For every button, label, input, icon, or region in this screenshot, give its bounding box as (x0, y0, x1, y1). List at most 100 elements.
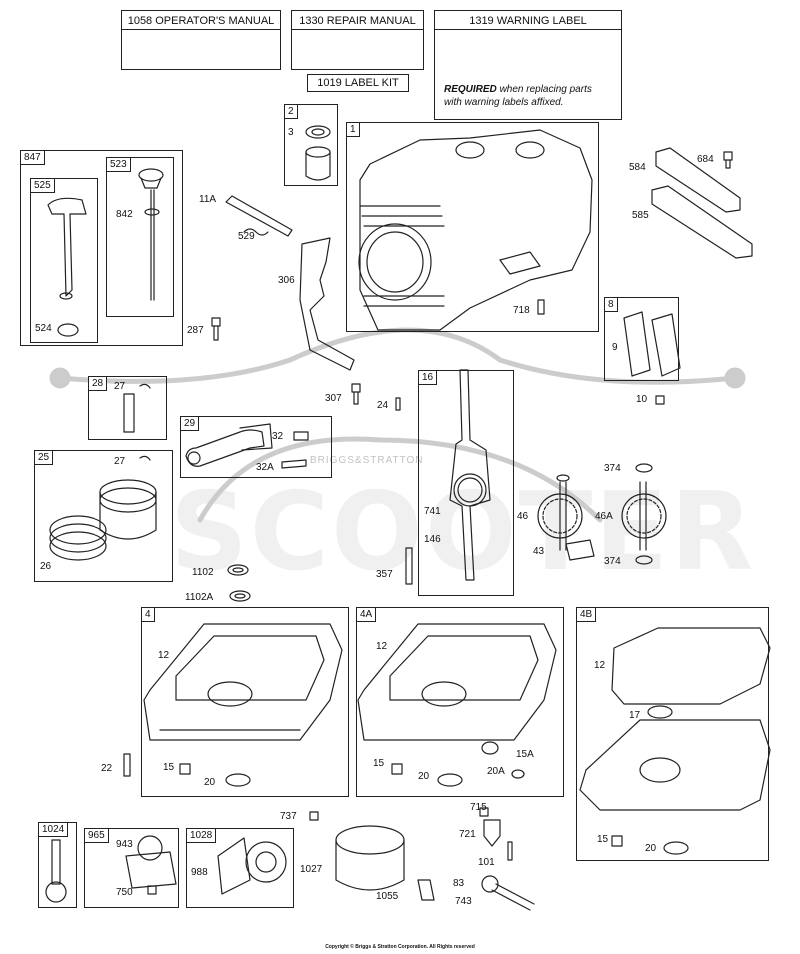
dipstick-tube (47, 197, 87, 337)
group-box-25 (34, 450, 173, 582)
air-baffle (299, 237, 355, 371)
piston-pin (123, 393, 135, 433)
seal (663, 841, 689, 855)
group-box-4 (141, 607, 349, 797)
part-label-15-4a: 15 (373, 758, 385, 769)
part-label-46: 46 (517, 511, 529, 522)
screw (211, 317, 221, 341)
group-box-2 (284, 104, 338, 186)
group-tag-525: 525 (30, 178, 55, 193)
group-tag-4a: 4A (356, 607, 377, 622)
retainer-ring (139, 383, 151, 389)
gasket (611, 627, 771, 705)
group-tag-2: 2 (284, 104, 298, 119)
crankshaft (449, 369, 491, 581)
oil-filter (335, 825, 405, 891)
repair-manual-title: 1330 REPAIR MANUAL (292, 13, 423, 30)
valve-cover-gasket (623, 311, 651, 377)
washer (635, 463, 653, 473)
part-label-1027: 1027 (300, 864, 323, 875)
part-label-10: 10 (636, 394, 648, 405)
watermark-subtext: BRIGGS&STRATTON (310, 455, 424, 466)
part-label-17: 17 (629, 710, 641, 721)
warning-label-box: 1319 WARNING LABEL (434, 10, 622, 120)
seal (227, 564, 249, 576)
group-box-965 (84, 828, 179, 908)
group-tag-1: 1 (346, 122, 360, 137)
part-label-32a: 32A (256, 462, 274, 473)
group-box-847 (20, 150, 183, 346)
part-label-83: 83 (453, 878, 465, 889)
part-label-20-4: 20 (204, 777, 216, 788)
part-label-1102: 1102 (192, 567, 214, 578)
seal (511, 769, 525, 779)
plug (611, 835, 623, 847)
sleeve (305, 151, 331, 181)
part-label-24: 24 (377, 400, 389, 411)
gasket (651, 185, 753, 259)
part-label-1055: 1055 (376, 891, 399, 902)
part-label-584: 584 (629, 162, 646, 173)
part-label-20-4b: 20 (645, 843, 657, 854)
operators-manual-title: 1058 OPERATOR'S MANUAL (122, 13, 280, 30)
group-box-28 (88, 376, 167, 440)
part-label-12-4b: 12 (594, 660, 606, 671)
governor-arm (479, 807, 501, 847)
part-label-741: 741 (424, 506, 441, 517)
part-label-715: 715 (470, 802, 487, 813)
crankcase-cover (357, 623, 557, 755)
required-note: REQUIRED when replacing parts with warni… (444, 83, 592, 109)
part-label-374-top: 374 (604, 463, 621, 474)
seal (305, 125, 331, 139)
part-label-15-4b: 15 (597, 834, 609, 845)
crankcase-cover (143, 623, 343, 741)
group-box-4a (356, 607, 564, 797)
group-box-525 (30, 178, 98, 343)
group-tag-4b: 4B (576, 607, 597, 622)
screw (655, 395, 665, 405)
repair-manual-box: 1330 REPAIR MANUAL (291, 10, 424, 70)
group-tag-25: 25 (34, 450, 54, 465)
part-label-146: 146 (424, 534, 441, 545)
crankcase-cover (579, 719, 771, 811)
seal (225, 773, 251, 787)
piston-rings (49, 515, 107, 561)
washer (635, 555, 653, 565)
key (405, 547, 413, 585)
part-label-718: 718 (513, 305, 530, 316)
watermark-logo: SCOOTER (170, 470, 756, 595)
governor-shaft-gear (45, 839, 67, 903)
dipstick (138, 168, 164, 301)
part-label-374-bottom: 374 (604, 556, 621, 567)
part-label-943: 943 (116, 839, 133, 850)
group-box-4b (576, 607, 769, 861)
valve-cover (651, 313, 681, 377)
group-tag-1024: 1024 (38, 822, 69, 837)
part-label-43: 43 (533, 546, 545, 557)
part-label-15-4: 15 (163, 762, 175, 773)
required-note-line2: with warning labels affixed. (444, 97, 564, 108)
part-label-12-4: 12 (158, 650, 170, 661)
camshaft (621, 481, 667, 551)
required-word: REQUIRED (444, 84, 497, 95)
pin (507, 841, 513, 861)
part-label-585: 585 (632, 210, 649, 221)
gasket (655, 147, 741, 213)
part-label-357: 357 (376, 569, 393, 580)
group-tag-16: 16 (418, 370, 438, 385)
screw (309, 811, 319, 821)
part-label-12-4a: 12 (376, 641, 388, 652)
label-kit-box: 1019 LABEL KIT (307, 74, 409, 92)
bolt (293, 431, 309, 441)
group-box-523 (106, 157, 174, 317)
connecting-rod (185, 423, 273, 467)
screw (351, 383, 361, 405)
retainer-ring (139, 455, 151, 461)
oil-cap (125, 835, 177, 895)
camshaft (537, 474, 583, 551)
bolt (281, 459, 307, 469)
screw (723, 151, 733, 169)
part-label-988: 988 (191, 867, 208, 878)
group-tag-28: 28 (88, 376, 108, 391)
